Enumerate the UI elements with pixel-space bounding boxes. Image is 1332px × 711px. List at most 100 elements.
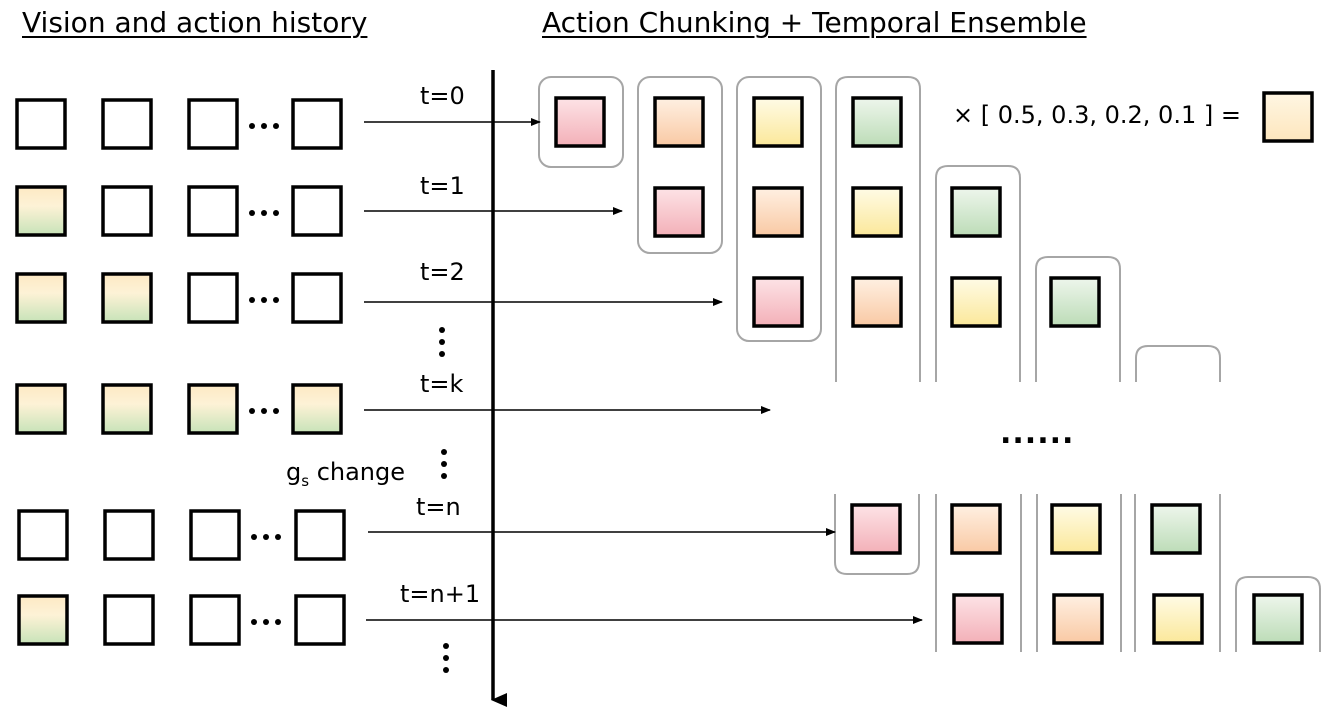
history-frame-filled: [15, 383, 67, 435]
time-label-t1: t=1: [420, 172, 465, 200]
gs-change-label: gs change: [286, 458, 405, 490]
vertical-ellipsis-dot: [439, 327, 445, 333]
action-yellow: [1152, 593, 1204, 645]
vertical-ellipsis-dot: [441, 461, 447, 467]
history-ellipsis-dot: [261, 210, 267, 216]
history-frame-empty: [294, 509, 346, 561]
timestep-group-outline: [1035, 256, 1121, 382]
action-orange: [950, 503, 1002, 555]
vertical-ellipsis-dot: [443, 643, 449, 649]
history-heading: Vision and action history: [22, 6, 368, 39]
ensemble-heading: Action Chunking + Temporal Ensemble: [542, 6, 1087, 39]
gs-subscript: s: [301, 471, 310, 490]
history-frame-empty: [17, 509, 69, 561]
vertical-ellipsis-dot: [439, 339, 445, 345]
action-red: [850, 503, 902, 555]
action-yellow: [950, 276, 1002, 328]
history-frame-filled: [17, 594, 69, 646]
history-ellipsis-dot: [275, 534, 281, 540]
history-frame-empty: [291, 272, 343, 324]
history-ellipsis-dot: [273, 408, 279, 414]
action-yellow: [1050, 503, 1102, 555]
action-orange: [1052, 593, 1104, 645]
timestep-group-outline: [935, 165, 1021, 382]
history-ellipsis-dot: [249, 297, 255, 303]
history-frame-filled: [15, 185, 67, 237]
weight-2: 0.2: [1104, 101, 1143, 129]
weights-formula: × [ 0.5, 0.3, 0.2, 0.1 ] =: [953, 101, 1241, 129]
history-ellipsis-dot: [275, 619, 281, 625]
action-green: [1049, 276, 1101, 328]
history-frame-empty: [103, 509, 155, 561]
timestep-group-outline: [736, 76, 822, 342]
history-frame-empty: [101, 98, 153, 150]
history-frame-empty: [189, 594, 241, 646]
history-ellipsis-dot: [249, 123, 255, 129]
history-frame-empty: [187, 98, 239, 150]
time-label-t0: t=0: [420, 82, 465, 110]
history-frame-filled: [101, 383, 153, 435]
weight-0: 0.5: [997, 101, 1036, 129]
history-frame-filled: [15, 272, 67, 324]
weight-sep-3: ,: [1142, 101, 1159, 129]
action-orange: [653, 96, 705, 148]
time-label-tn: t=n: [416, 493, 461, 521]
time-label-tn1: t=n+1: [400, 580, 481, 608]
weight-sep-1: ,: [1035, 101, 1052, 129]
timestep-group-outline: [835, 76, 921, 382]
history-frame-empty: [15, 98, 67, 150]
action-orange: [752, 186, 804, 238]
weight-3: 0.1: [1158, 101, 1197, 129]
action-red: [952, 593, 1004, 645]
history-frame-empty: [187, 185, 239, 237]
action-green: [950, 186, 1002, 238]
history-ellipsis-dot: [251, 619, 257, 625]
gs-base: g: [286, 458, 302, 486]
history-frame-empty: [291, 185, 343, 237]
vertical-ellipsis-dot: [441, 473, 447, 479]
weight-1: 0.3: [1051, 101, 1090, 129]
vertical-ellipsis-dot: [443, 655, 449, 661]
timestep-group-outline: [1235, 576, 1321, 652]
vertical-ellipsis-dot: [439, 351, 445, 357]
formula-prefix: × [: [953, 101, 998, 129]
vertical-ellipsis-dot: [443, 667, 449, 673]
history-ellipsis-dot: [263, 619, 269, 625]
history-ellipsis-dot: [249, 210, 255, 216]
action-yellow: [851, 186, 903, 238]
action-green: [1150, 503, 1202, 555]
history-frame-filled: [187, 383, 239, 435]
history-frame-empty: [187, 272, 239, 324]
vertical-ellipsis-dot: [441, 449, 447, 455]
action-green: [851, 96, 903, 148]
ensemble-result-action: [1262, 91, 1314, 143]
history-frame-empty: [294, 594, 346, 646]
formula-suffix: ] =: [1196, 101, 1241, 129]
history-ellipsis-dot: [263, 534, 269, 540]
history-frame-empty: [189, 509, 241, 561]
time-label-t2: t=2: [420, 258, 465, 286]
time-label-tk: t=k: [420, 370, 464, 398]
action-orange: [851, 276, 903, 328]
history-frame-filled: [101, 272, 153, 324]
history-frame-empty: [101, 185, 153, 237]
history-ellipsis-dot: [273, 123, 279, 129]
history-ellipsis-dot: [251, 534, 257, 540]
history-frame-empty: [103, 594, 155, 646]
action-red: [554, 96, 606, 148]
history-ellipsis-dot: [261, 408, 267, 414]
ellipsis-horizontal: ......: [1000, 416, 1075, 451]
weight-sep-2: ,: [1089, 101, 1105, 129]
action-red: [752, 276, 804, 328]
action-green: [1252, 593, 1304, 645]
history-frame-filled: [291, 383, 343, 435]
gs-suffix: change: [309, 458, 406, 486]
timestep-group-outline: [1135, 345, 1221, 382]
history-ellipsis-dot: [261, 297, 267, 303]
history-frame-empty: [291, 98, 343, 150]
history-ellipsis-dot: [273, 297, 279, 303]
history-ellipsis-dot: [261, 123, 267, 129]
timestep-group-outline: [834, 494, 920, 575]
